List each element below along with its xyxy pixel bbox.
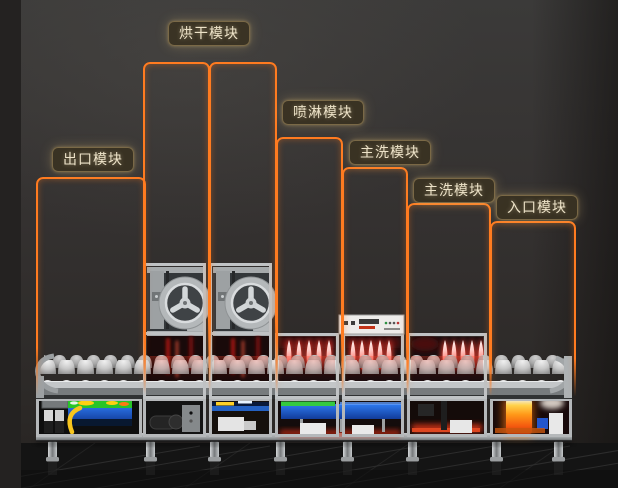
module-outline-spray [276,137,343,402]
module-outline-drying-b [209,62,277,402]
control-panel [338,314,405,335]
thermal-tank [68,400,132,426]
leg-reflections [48,462,563,475]
label-entry-module: 入口模块 [496,195,578,220]
module-outline-main-wash-1 [342,167,408,402]
side-post-right [564,356,572,398]
module-outline-entry [490,221,576,402]
floor [0,442,618,488]
label-main-wash-module-2: 主洗模块 [413,178,495,203]
side-post-left [36,376,44,398]
conveyor [35,353,572,399]
cabinet-frames [36,398,572,437]
label-exit-module: 出口模块 [52,147,134,172]
red-glow-on-plates [150,356,483,382]
module-outline-main-wash-2 [407,203,491,402]
module-outline-drying-a [143,62,210,402]
left-border-strip [0,0,21,488]
heater-pipe-cabinet [410,401,484,434]
label-main-wash-module-1: 主洗模块 [349,140,431,165]
brand-plate [359,319,379,324]
label-drying-module: 烘干模块 [168,21,250,46]
dryer-pump-cabinet [146,401,204,434]
module-outline-exit [36,177,146,402]
wash-tank-cabinets [278,401,401,436]
yellow-pipe [67,405,83,435]
label-spray-module: 喷淋模块 [282,100,364,125]
streak-tank-cabinet [212,401,270,434]
